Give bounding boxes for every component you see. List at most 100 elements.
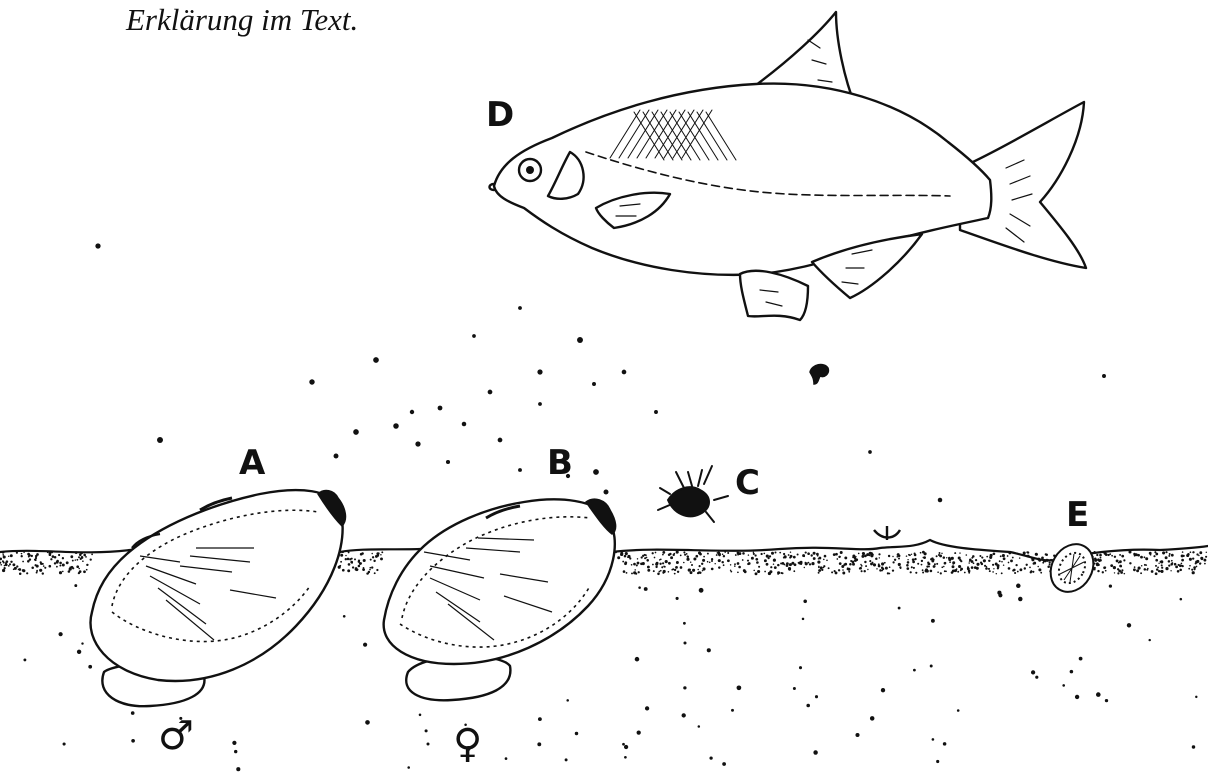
sediment-speck bbox=[1146, 569, 1148, 571]
sediment-speck bbox=[1203, 559, 1206, 562]
sediment-speck bbox=[878, 553, 880, 555]
sediment-speck bbox=[881, 562, 884, 565]
sediment-speck bbox=[505, 757, 508, 760]
sediment-speck bbox=[797, 553, 799, 555]
sediment-speck bbox=[824, 555, 827, 558]
sediment-speck bbox=[59, 632, 63, 636]
sediment-speck bbox=[657, 573, 660, 576]
sediment-speck bbox=[623, 570, 626, 573]
sediment-speck bbox=[888, 555, 890, 557]
sediment-speck bbox=[1026, 564, 1028, 566]
sediment-speck bbox=[10, 561, 12, 563]
sediment-speck bbox=[10, 554, 13, 557]
sediment-speck bbox=[365, 720, 370, 725]
sediment-speck bbox=[793, 687, 796, 690]
sediment-speck bbox=[1002, 554, 1005, 557]
particle bbox=[938, 498, 943, 503]
sediment-speck bbox=[637, 730, 641, 734]
sediment-speck bbox=[803, 555, 805, 557]
sediment-speck bbox=[1182, 565, 1184, 567]
sediment-speck bbox=[131, 711, 135, 715]
sediment-speck bbox=[1037, 558, 1040, 561]
sediment-speck bbox=[898, 607, 901, 610]
sediment-speck bbox=[928, 563, 931, 566]
sediment-speck bbox=[629, 557, 631, 559]
sediment-speck bbox=[921, 564, 923, 566]
sediment-speck bbox=[764, 571, 766, 573]
sediment-speck bbox=[366, 572, 368, 574]
sediment-speck bbox=[644, 587, 648, 591]
sediment-speck bbox=[3, 555, 6, 558]
sediment-speck bbox=[42, 563, 44, 565]
sediment-speck bbox=[1113, 566, 1116, 569]
sediment-speck bbox=[636, 564, 638, 566]
sediment-speck bbox=[78, 556, 80, 558]
sediment-speck bbox=[1153, 555, 1155, 557]
sediment-speck bbox=[968, 570, 971, 573]
sediment-speck bbox=[1001, 572, 1003, 574]
particle bbox=[334, 454, 339, 459]
sediment-speck bbox=[884, 562, 886, 564]
sediment-speck bbox=[1001, 561, 1003, 563]
sediment-speck bbox=[232, 741, 236, 745]
sediment-speck bbox=[1036, 554, 1038, 556]
sediment-speck bbox=[803, 600, 807, 604]
female-symbol: ♀ bbox=[453, 724, 482, 764]
sediment-speck bbox=[881, 688, 885, 692]
sediment-speck bbox=[703, 556, 705, 558]
sediment-speck bbox=[23, 658, 26, 661]
sediment-speck bbox=[683, 622, 686, 625]
sediment-speck bbox=[930, 665, 933, 668]
sediment-speck bbox=[913, 669, 916, 672]
particle bbox=[373, 357, 379, 363]
sediment-speck bbox=[631, 572, 633, 574]
sediment-speck bbox=[1000, 555, 1002, 557]
sediment-speck bbox=[659, 563, 661, 565]
sediment-speck bbox=[617, 556, 620, 559]
sediment-speck bbox=[959, 559, 961, 561]
sediment-speck bbox=[698, 552, 701, 555]
sediment-speck bbox=[1110, 564, 1113, 567]
sediment-speck bbox=[748, 554, 749, 555]
sediment-speck bbox=[348, 551, 350, 553]
sediment-speck bbox=[343, 615, 346, 618]
sediment-speck bbox=[78, 568, 80, 570]
particle bbox=[446, 460, 450, 464]
sediment-speck bbox=[362, 568, 365, 571]
sediment-speck bbox=[826, 559, 828, 561]
label-c: C bbox=[735, 466, 760, 500]
sediment-speck bbox=[869, 560, 871, 562]
sediment-speck bbox=[771, 552, 774, 555]
sediment-speck bbox=[624, 555, 627, 558]
sediment-speck bbox=[663, 570, 666, 573]
sediment-speck bbox=[979, 555, 981, 557]
sediment-speck bbox=[821, 569, 823, 571]
sediment-speck bbox=[42, 572, 44, 574]
sediment-speck bbox=[68, 570, 71, 573]
sediment-speck bbox=[1134, 566, 1136, 568]
sediment-speck bbox=[940, 572, 942, 574]
sediment-speck bbox=[52, 555, 55, 558]
sediment-speck bbox=[818, 572, 820, 574]
sediment-speck bbox=[538, 717, 542, 721]
sediment-speck bbox=[949, 561, 951, 563]
sediment-speck bbox=[1180, 598, 1183, 601]
sediment-speck bbox=[870, 716, 875, 721]
sediment-speck bbox=[56, 566, 58, 568]
sediment-speck bbox=[766, 563, 769, 566]
sediment-speck bbox=[910, 571, 912, 573]
sediment-speck bbox=[76, 565, 79, 568]
sediment-speck bbox=[952, 565, 955, 568]
sediment-speck bbox=[79, 570, 82, 573]
sediment-speck bbox=[59, 571, 62, 574]
sediment-speck bbox=[976, 563, 979, 566]
sediment-speck bbox=[1105, 699, 1108, 702]
sediment-speck bbox=[82, 560, 84, 562]
sediment-speck bbox=[735, 554, 737, 556]
sediment-speck bbox=[58, 554, 60, 556]
sediment-speck bbox=[342, 569, 345, 572]
sediment-speck bbox=[981, 563, 983, 565]
sediment-speck bbox=[1030, 571, 1032, 573]
sediment-speck bbox=[906, 567, 909, 570]
sediment-speck bbox=[993, 568, 994, 569]
